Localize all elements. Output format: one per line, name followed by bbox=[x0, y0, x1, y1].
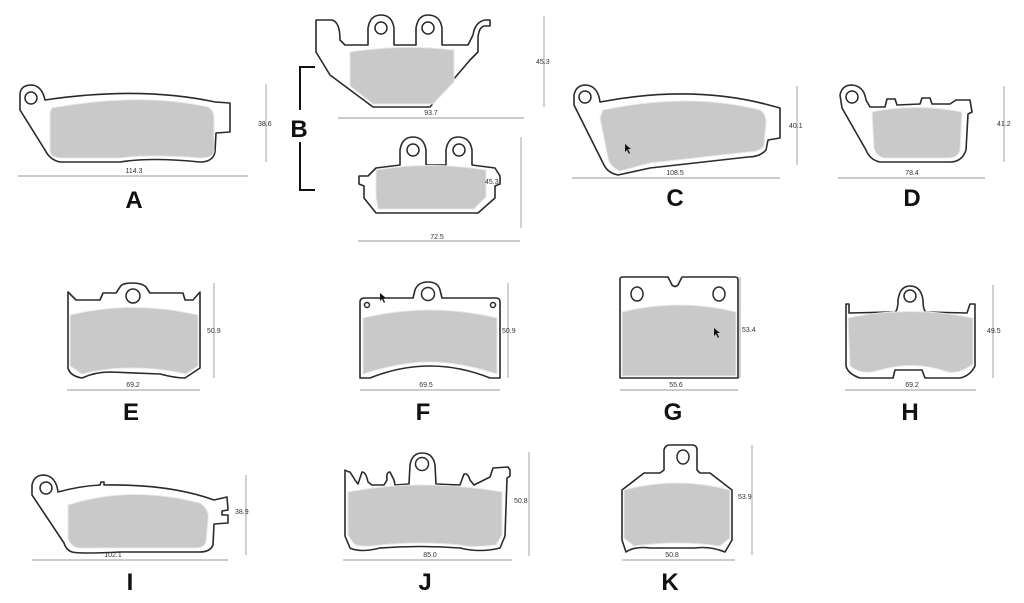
pad-letter-J: J bbox=[418, 569, 431, 596]
height-label: 53.9 bbox=[738, 494, 752, 501]
pad-letter-D: D bbox=[903, 185, 920, 212]
mounting-hole bbox=[676, 449, 690, 465]
height-label: 38.6 bbox=[258, 121, 272, 128]
width-label: 69.5 bbox=[419, 382, 433, 389]
width-label: 50.8 bbox=[665, 552, 679, 559]
width-label: 72.5 bbox=[430, 234, 444, 241]
width-label: 69.2 bbox=[126, 382, 140, 389]
mounting-hole bbox=[414, 456, 430, 472]
mounting-hole bbox=[406, 143, 420, 157]
height-label: 41.2 bbox=[997, 121, 1011, 128]
friction-material bbox=[599, 100, 767, 172]
small-hole bbox=[363, 301, 371, 309]
pad-letter-I: I bbox=[127, 569, 134, 596]
mounting-hole bbox=[903, 289, 917, 303]
width-label: 108.5 bbox=[666, 170, 684, 177]
pad-F: 69.5 50.9 F bbox=[359, 281, 516, 426]
mounting-hole bbox=[578, 90, 592, 104]
height-label: 50.8 bbox=[514, 498, 528, 505]
mounting-hole bbox=[39, 481, 53, 495]
height-label: 49.5 bbox=[987, 328, 1001, 335]
pad-H: 69.2 49.5 H bbox=[845, 285, 1001, 426]
height-label: 50.9 bbox=[207, 328, 221, 335]
pad-C: 108.5 40.1 C bbox=[572, 84, 803, 212]
mounting-hole bbox=[125, 288, 141, 304]
height-label: 53.4 bbox=[742, 327, 756, 334]
width-label: 69.2 bbox=[905, 382, 919, 389]
friction-material bbox=[871, 107, 963, 159]
pad-K: 50.8 53.9 K bbox=[621, 444, 753, 596]
friction-material bbox=[362, 309, 498, 375]
bracket bbox=[299, 66, 315, 191]
width-label: 102.1 bbox=[104, 552, 122, 559]
pad-letter-B: B bbox=[290, 116, 307, 143]
friction-material bbox=[349, 46, 455, 105]
pad-J: 85.0 50.8 J bbox=[343, 452, 530, 596]
width-label: 93.7 bbox=[424, 110, 438, 117]
width-label: 114.3 bbox=[126, 168, 143, 175]
pad-A: 114.3 38.6 A bbox=[18, 84, 272, 214]
friction-material bbox=[69, 307, 199, 375]
height-label: 45.3 bbox=[536, 59, 550, 66]
pad-B: B 93.7 45.3 72.5 45.3 bbox=[290, 14, 550, 242]
mounting-hole bbox=[24, 91, 38, 105]
height-label: 45.3 bbox=[485, 179, 499, 186]
friction-material bbox=[621, 304, 737, 377]
width-label: 55.6 bbox=[669, 382, 683, 389]
pad-letter-A: A bbox=[125, 187, 142, 214]
pad-letter-C: C bbox=[666, 185, 683, 212]
friction-material bbox=[623, 482, 731, 547]
cursor-icon bbox=[714, 328, 720, 338]
pad-letter-K: K bbox=[661, 569, 679, 596]
mounting-hole bbox=[630, 286, 644, 302]
pad-E: 69.2 50.9 E bbox=[67, 282, 221, 426]
cursor-icon bbox=[625, 144, 631, 154]
mounting-hole bbox=[845, 90, 859, 104]
friction-material bbox=[375, 165, 487, 210]
mounting-hole bbox=[374, 21, 388, 35]
friction-material bbox=[67, 494, 209, 549]
mounting-hole bbox=[421, 21, 435, 35]
pad-letter-E: E bbox=[123, 399, 139, 426]
height-label: 50.9 bbox=[502, 328, 516, 335]
friction-material bbox=[347, 484, 503, 547]
width-label: 78.4 bbox=[905, 170, 919, 177]
cursor-icon bbox=[380, 293, 386, 303]
height-label: 40.1 bbox=[789, 123, 803, 130]
width-label: 85.0 bbox=[423, 552, 437, 559]
friction-material bbox=[49, 99, 215, 159]
pad-letter-F: F bbox=[416, 399, 431, 426]
mounting-hole bbox=[452, 143, 466, 157]
small-hole bbox=[489, 301, 497, 309]
pad-I: 102.1 38.9 I bbox=[31, 474, 249, 596]
mounting-hole bbox=[712, 286, 726, 302]
pad-letter-G: G bbox=[664, 399, 683, 426]
pad-G: 55.6 53.4 G bbox=[619, 276, 756, 426]
mounting-hole bbox=[420, 286, 436, 302]
height-label: 38.9 bbox=[235, 509, 249, 516]
pad-D: 78.4 41.2 D bbox=[838, 84, 1011, 212]
friction-material bbox=[847, 311, 974, 373]
pad-letter-H: H bbox=[901, 399, 918, 426]
